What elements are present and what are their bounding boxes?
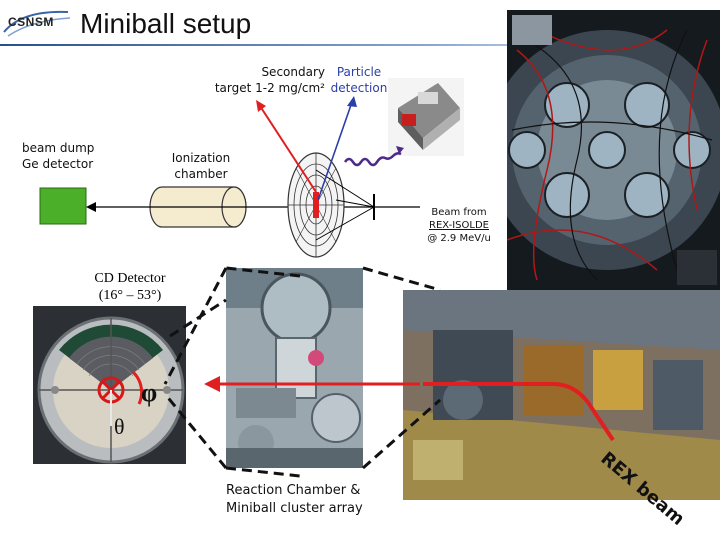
- beam-from-line3: @ 2.9 MeV/u: [427, 233, 491, 244]
- cd-detector-label: CD Detector (16° – 53°): [70, 270, 190, 304]
- secondary-target-label: Secondary target 1-2 mg/cm²: [207, 64, 325, 96]
- phi-symbol: φ: [141, 378, 158, 407]
- particle-detector-photo: [388, 78, 464, 156]
- beam-from-line2: REX-ISOLDE: [429, 220, 489, 231]
- miniball-array-photo: [507, 10, 720, 292]
- reaction-chamber-line1: Reaction Chamber &: [226, 483, 361, 498]
- particle-detection-label: Particle detection: [330, 64, 388, 96]
- ionization-line1: Ionization: [171, 151, 231, 165]
- theta-symbol: θ: [114, 414, 125, 439]
- reaction-chamber-line2: Miniball cluster array: [226, 501, 363, 516]
- logo-text: CSNSM: [8, 15, 54, 29]
- particle-detection-line1: Particle: [336, 65, 382, 79]
- particle-detection-line2: detection: [330, 81, 388, 95]
- reaction-chamber-label: Reaction Chamber & Miniball cluster arra…: [226, 482, 363, 518]
- beam-dump-line1: beam dump: [22, 141, 95, 155]
- ge-detector-block: [39, 187, 87, 225]
- cd-detector-line1: CD Detector: [94, 271, 166, 286]
- beam-dump-label: beam dump Ge detector: [22, 140, 112, 172]
- secondary-target-line1: Secondary: [261, 65, 325, 79]
- beam-direction-arrow: [204, 376, 420, 392]
- beam-dump-line2: Ge detector: [22, 157, 94, 171]
- secondary-target-line2: target 1-2 mg/cm²: [214, 81, 325, 95]
- ionization-line2: chamber: [174, 167, 228, 181]
- rex-beamline-photo: [403, 290, 720, 500]
- cd-detector-photo: [33, 306, 186, 464]
- header-divider: [0, 44, 720, 46]
- beam-from-label: Beam from REX-ISOLDE @ 2.9 MeV/u: [414, 206, 504, 245]
- setup-schematic: [39, 96, 420, 258]
- beam-from-line1: Beam from: [431, 207, 487, 218]
- csnsm-logo: [3, 10, 71, 37]
- cd-detector-line2: (16° – 53°): [98, 288, 162, 303]
- page-title: Miniball setup: [80, 8, 252, 39]
- ionization-chamber-label: Ionization chamber: [160, 150, 242, 182]
- reaction-chamber-photo: [226, 268, 363, 468]
